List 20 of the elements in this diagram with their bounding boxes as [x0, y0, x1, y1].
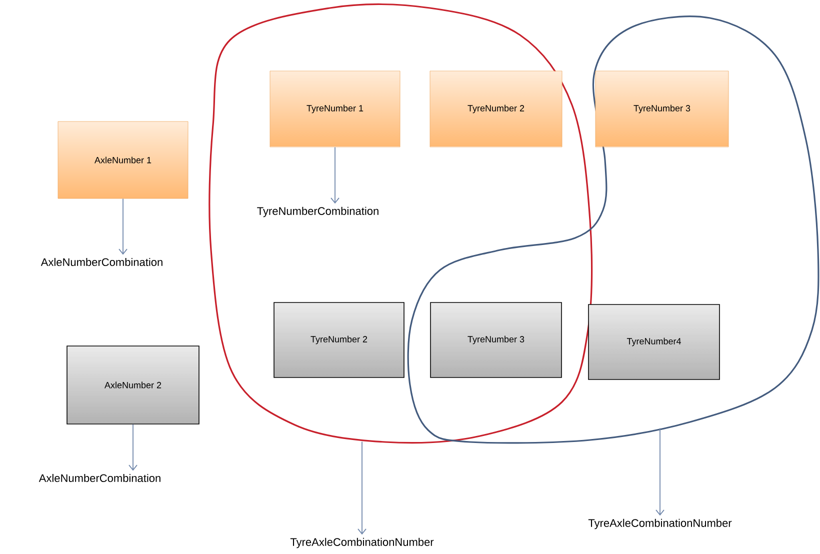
grouping-loop	[407, 16, 820, 444]
process-box: AxleNumber 2	[66, 346, 200, 424]
process-box: TyreNumber 2	[430, 70, 562, 148]
arrow	[358, 441, 366, 535]
arrow	[118, 198, 128, 255]
process-box: TyreNumber 2	[274, 302, 404, 378]
grouping-loop	[208, 4, 593, 444]
process-box: TyreNumber 3	[430, 302, 562, 378]
arrow	[128, 424, 138, 471]
arrow	[656, 428, 664, 516]
text-label: AxleNumberCombination	[40, 258, 162, 266]
text-label: TyreAxleCombinationNumber	[588, 518, 732, 530]
arrow	[330, 146, 340, 204]
text-label: TyreAxleCombinationNumber	[290, 538, 434, 548]
process-box: AxleNumber 1	[58, 121, 188, 199]
process-box: TyreNumber 1	[270, 70, 400, 148]
text-label: TyreNumberCombination	[257, 206, 378, 218]
process-box: TyreNumber 3	[595, 70, 729, 148]
text-label: AxleNumberCombination	[38, 474, 160, 482]
process-box: TyreNumber4	[588, 304, 720, 380]
